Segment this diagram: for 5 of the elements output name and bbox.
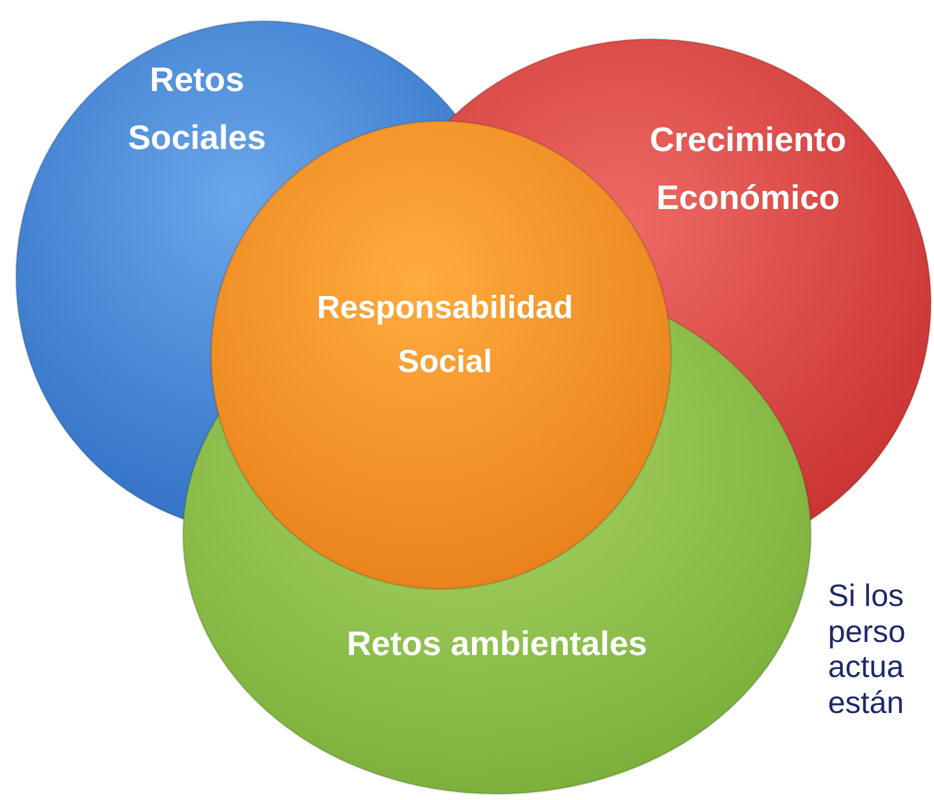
circle-label: Crecimiento Económico (650, 121, 846, 217)
circle-label: Retos ambientales (346, 625, 648, 663)
circle-label: Retos Sociales (128, 61, 266, 157)
note-text: Si los perso actua están (828, 578, 907, 721)
circle-label: Responsabilidad Social (316, 288, 574, 380)
